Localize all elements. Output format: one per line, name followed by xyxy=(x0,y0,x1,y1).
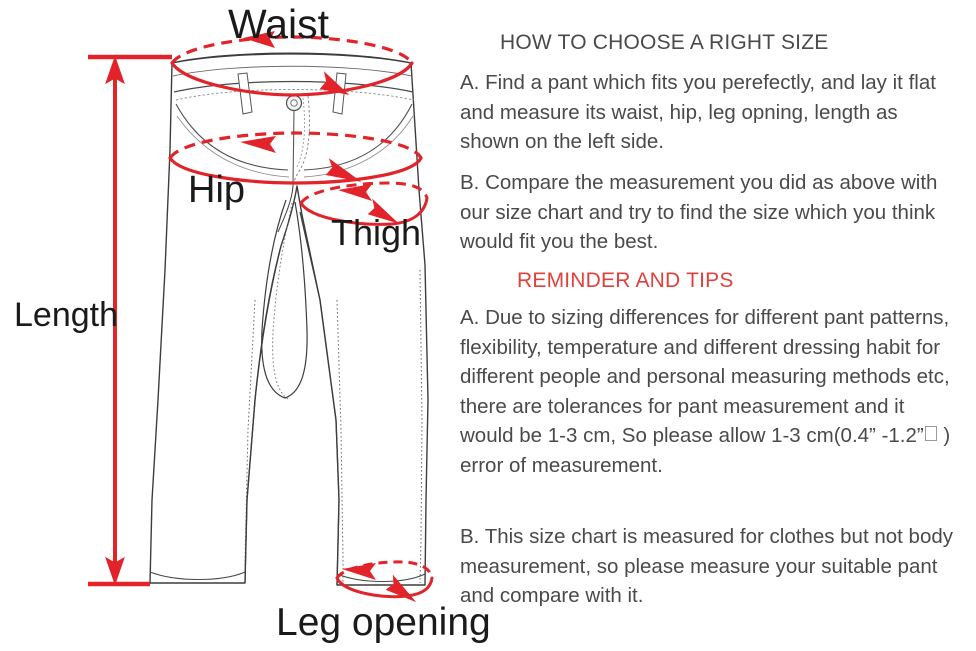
waist-arrowhead-left xyxy=(243,31,275,48)
hip-arrowhead-right xyxy=(325,158,362,182)
waistband-under-stitch xyxy=(175,89,415,101)
length-arrowhead-up xyxy=(105,55,125,85)
belt-loop-left xyxy=(237,72,253,115)
pants-outline-group xyxy=(149,52,429,586)
left-leg-inner-edge xyxy=(244,245,282,584)
measurement-label-length: Length xyxy=(14,296,118,334)
waist-measure-group xyxy=(170,31,414,97)
right-pocket-inner-curve xyxy=(303,115,414,178)
instructions-panel: HOW TO CHOOSE A RIGHT SIZE A. Find a pan… xyxy=(455,0,976,651)
leg-hems-group xyxy=(149,571,426,583)
measurement-label-waist: Waist xyxy=(228,1,329,47)
hip-arrowhead-left xyxy=(240,136,276,153)
thigh-ellipse-back-dashed xyxy=(299,181,429,205)
legopening-arrowhead-left xyxy=(342,563,376,580)
leg-opening-measure-group xyxy=(335,560,434,603)
pants-diagram-svg xyxy=(88,31,434,603)
waistband-group xyxy=(171,53,415,101)
missing-glyph-box xyxy=(924,426,937,441)
left-leg-hem xyxy=(149,571,246,581)
instructions-heading: HOW TO CHOOSE A RIGHT SIZE xyxy=(500,31,829,54)
hip-ellipse-front-solid xyxy=(168,156,423,185)
instructions-item-b: B. Compare the measurement you did as ab… xyxy=(460,171,938,253)
waistband-inner-line-1 xyxy=(172,65,413,77)
left-pocket-inner-curve xyxy=(176,115,290,178)
waistband-bottom-edge xyxy=(173,80,414,93)
waist-arrowhead-right xyxy=(319,71,350,96)
thigh-ellipse-front-solid xyxy=(299,196,429,226)
waistband-top-edge xyxy=(171,53,412,64)
legopening-arrowhead-right xyxy=(385,574,417,603)
fly-stitch-curve xyxy=(292,95,310,187)
leg-gap-group xyxy=(244,211,340,586)
hip-measure-group xyxy=(168,131,423,185)
waist-ellipse-back-dashed xyxy=(170,35,414,65)
right-leg-inner-edge xyxy=(299,211,340,586)
pocket-seams-group xyxy=(175,103,414,178)
fly-center-seam xyxy=(292,109,295,187)
reminder-item-a-text-before: A. Due to sizing differences for differe… xyxy=(460,306,950,447)
reminder-heading: REMINDER AND TIPS xyxy=(517,269,734,292)
right-leg-hem-inner xyxy=(336,573,426,583)
waist-button-group xyxy=(285,94,303,112)
instructions-item-a: A. Find a pant which fits you perefectly… xyxy=(460,71,936,153)
waist-button-inner xyxy=(290,99,298,107)
crotch-u-shape xyxy=(261,199,308,399)
fly-group xyxy=(292,95,310,187)
reminder-item-b: B. This size chart is measured for cloth… xyxy=(460,525,954,607)
thigh-arrowhead-right xyxy=(367,198,399,224)
length-measure-group xyxy=(88,54,172,587)
measurement-label-leg-opening: Leg opening xyxy=(276,601,491,644)
measurement-label-thigh: Thigh xyxy=(331,212,422,253)
fly-stitch-curve-inner xyxy=(296,97,306,168)
reminder-item-a: A. Due to sizing differences for differe… xyxy=(460,303,955,480)
reminder-item-a-text-after: ) error of measurement. xyxy=(460,424,951,477)
left-pocket-curve xyxy=(175,103,289,171)
left-leg-inseam-stitch xyxy=(244,299,256,583)
crotch-seam-outline xyxy=(277,185,294,233)
crotch-group xyxy=(261,185,308,401)
measurement-label-hip: Hip xyxy=(188,169,246,211)
right-pocket-curve xyxy=(303,103,413,171)
pants-body-outline xyxy=(149,52,429,586)
hip-ellipse-back-dashed xyxy=(168,131,423,160)
waist-ellipse-front-solid xyxy=(170,61,414,97)
thigh-arrowhead-left xyxy=(338,184,372,201)
length-arrowhead-down xyxy=(105,556,125,586)
pants-diagram-panel: Waist Length Hip Thigh Leg opening xyxy=(0,0,491,651)
thigh-measure-group xyxy=(299,181,429,226)
